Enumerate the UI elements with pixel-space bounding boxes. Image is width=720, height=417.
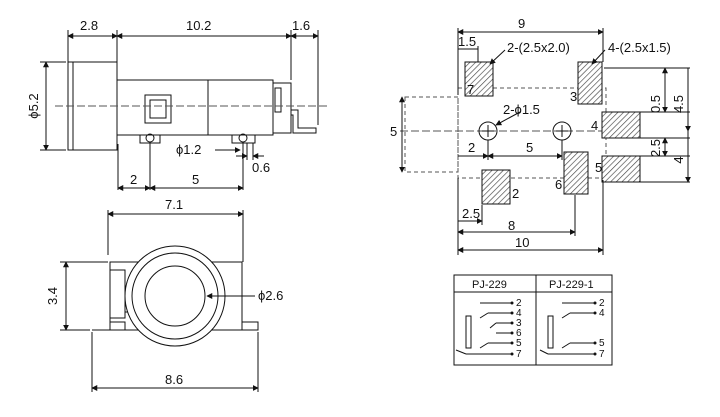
dim-side-left: 2.8 xyxy=(80,18,98,33)
schematic-right-pin: 4 xyxy=(599,308,605,319)
dim-fp-top: 9 xyxy=(518,16,525,31)
schematic-left-pin: 3 xyxy=(516,318,522,329)
dim-fp-pad-b: 4-(2.5x1.5) xyxy=(608,40,671,55)
dim-side-hole: ϕ1.2 xyxy=(176,142,201,157)
dim-front-diameter: ϕ2.6 xyxy=(258,288,283,303)
dim-side-bottom-a: 2 xyxy=(130,172,137,187)
dim-fp-b3: 10 xyxy=(515,235,529,250)
fp-pin-label: 7 xyxy=(467,82,474,97)
dim-front-height: 3.4 xyxy=(45,287,60,305)
schematic-right-pin: 7 xyxy=(599,349,605,360)
dim-fp-b2: 8 xyxy=(508,218,515,233)
fp-pin-label: 3 xyxy=(570,89,577,104)
schematic-header-left: PJ-229 xyxy=(472,279,507,291)
dim-fp-small: 1.5 xyxy=(458,34,476,49)
dim-fp-r1: 0.5 xyxy=(648,95,663,113)
schematic-left-pin: 2 xyxy=(516,298,522,309)
schematic-header-right: PJ-229-1 xyxy=(549,279,594,291)
schematic-left-pin: 7 xyxy=(516,349,522,360)
dim-fp-hole-gap-b: 5 xyxy=(526,140,533,155)
dim-fp-pad-a: 2-(2.5x2.0) xyxy=(507,40,570,55)
schematic-pin-dots xyxy=(510,301,597,356)
dim-front-top: 7.1 xyxy=(165,197,183,212)
footprint-view xyxy=(399,28,691,255)
schematic-right-pin: 5 xyxy=(599,338,605,349)
schematic-right-pin: 2 xyxy=(599,298,605,309)
dim-fp-holes: 2-ϕ1.5 xyxy=(503,102,540,117)
fp-pin-label: 2 xyxy=(512,186,519,201)
fp-pin-label: 6 xyxy=(555,177,562,192)
side-view xyxy=(40,30,330,191)
dim-side-diameter: ϕ5.2 xyxy=(26,93,41,118)
schematic-left-pin: 4 xyxy=(516,308,522,319)
dim-side-pin: 0.6 xyxy=(252,160,270,175)
dim-side-middle: 10.2 xyxy=(186,18,211,33)
front-view xyxy=(60,210,259,392)
dim-fp-hole-gap-a: 2 xyxy=(468,140,475,155)
schematic-table xyxy=(453,274,613,366)
dim-fp-b1: 2.5 xyxy=(462,206,480,221)
dim-side-right: 1.6 xyxy=(292,18,310,33)
schematic-left-pin: 5 xyxy=(516,338,522,349)
dim-front-bottom: 8.6 xyxy=(165,372,183,387)
dim-side-bottom-b: 5 xyxy=(192,172,199,187)
fp-pin-label: 5 xyxy=(595,160,602,175)
dim-fp-r4: 4 xyxy=(671,156,686,163)
schematic-left-pin: 6 xyxy=(516,328,522,339)
dim-fp-r3: 2.5 xyxy=(648,139,663,157)
fp-pin-label: 4 xyxy=(591,118,598,133)
dim-fp-left: 5 xyxy=(390,124,397,139)
dim-fp-r2: 4.5 xyxy=(671,95,686,113)
